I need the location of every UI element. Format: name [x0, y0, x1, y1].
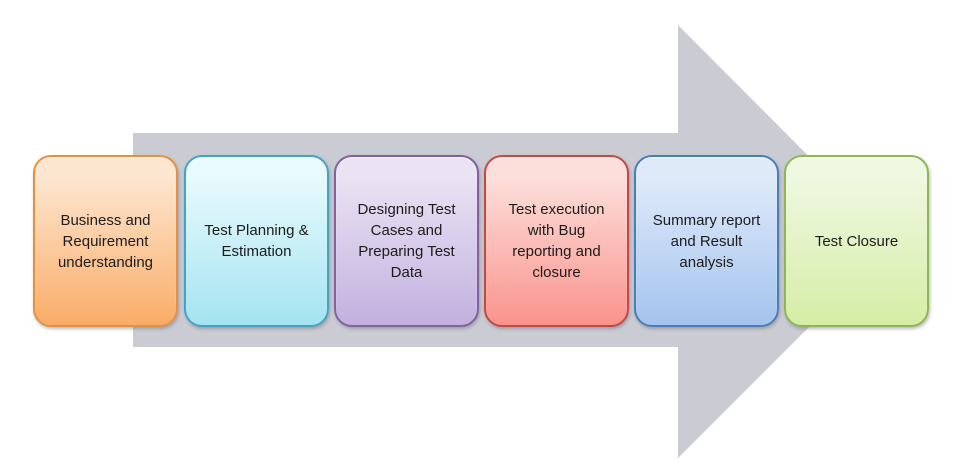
stage-designing-test-cases: Designing Test Cases and Preparing Test … — [334, 155, 479, 327]
stage-label: Test Closure — [814, 232, 899, 250]
stage-test-closure: Test Closure — [784, 155, 929, 327]
stage-business-requirement-understanding: Business and Requirement understanding — [33, 155, 178, 327]
stage-label: Business and Requirement understanding — [57, 211, 154, 271]
stage-label: Summary report and Result analysis — [652, 211, 761, 271]
stage-summary-report-result-analysis: Summary report and Result analysis — [634, 155, 779, 327]
stage-label: Test Planning & Estimation — [204, 222, 309, 260]
stage-label: Designing Test Cases and Preparing Test … — [357, 201, 456, 281]
stage-test-execution: Test execution with Bug reporting and cl… — [484, 155, 629, 327]
stage-test-planning-estimation: Test Planning & Estimation — [184, 155, 329, 327]
stage-label: Test execution with Bug reporting and cl… — [508, 201, 605, 281]
